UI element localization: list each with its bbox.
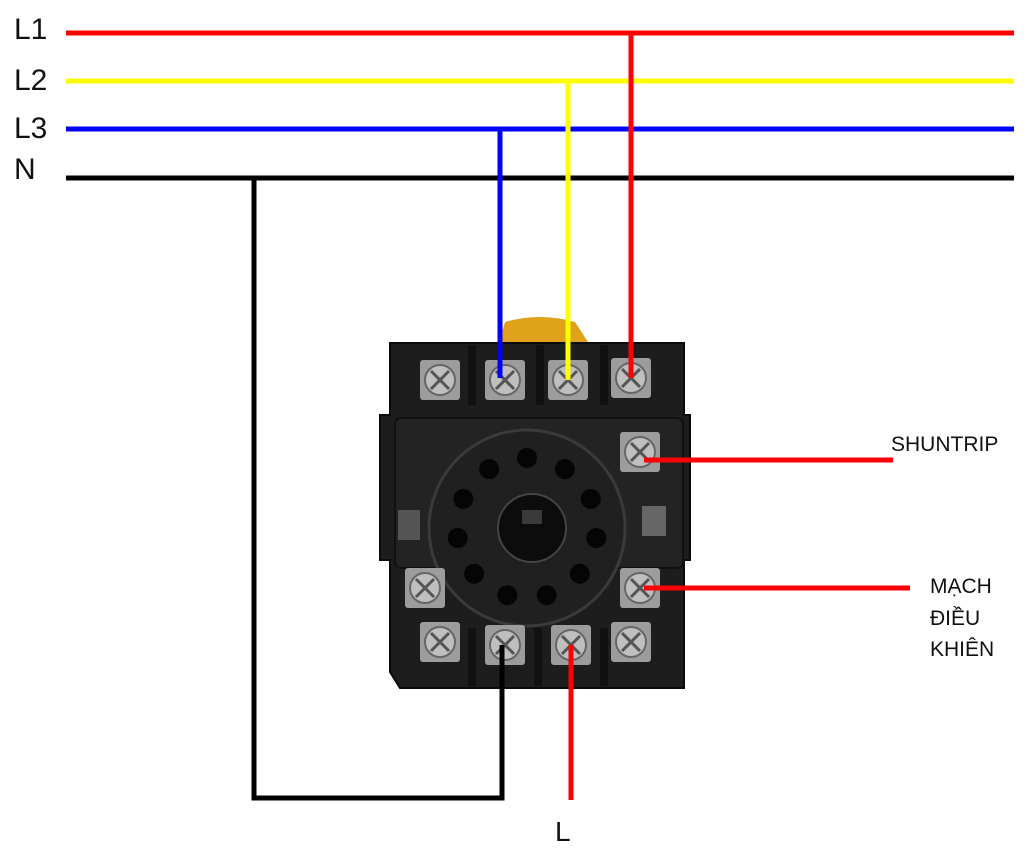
pin-hole (447, 528, 468, 548)
separator (600, 345, 608, 405)
separator (600, 628, 608, 686)
pin-hole (453, 488, 474, 509)
terminal-screws (405, 358, 660, 665)
label-l1: L1 (14, 13, 48, 46)
socket-center (497, 493, 567, 563)
socket-key (522, 510, 542, 524)
label-control-line-2: ĐIỀU (930, 606, 981, 630)
pin-hole (479, 459, 500, 480)
separator (534, 628, 542, 686)
wire-n-loop (251, 178, 505, 801)
label-n: N (14, 153, 36, 186)
pin-hole (464, 563, 485, 584)
label-l3: L3 (14, 112, 48, 145)
terminal-screw (420, 622, 460, 662)
label-control-line-1: MẠCH (930, 575, 992, 598)
terminal-screw (485, 625, 525, 665)
label-l2: L2 (14, 64, 48, 97)
label-l-output: L (555, 816, 571, 847)
relay-socket (379, 317, 691, 689)
pin-hole (517, 448, 537, 468)
label-control-line-3: KHIÊN (930, 638, 995, 661)
terminal-screw (611, 622, 651, 662)
separator (468, 345, 476, 405)
terminal-screw (405, 568, 445, 608)
separator (468, 628, 476, 686)
terminal-screw (420, 360, 460, 400)
pin-hole (554, 459, 575, 480)
pin-holes (447, 448, 607, 606)
side-slot-right (642, 506, 666, 536)
separator (536, 345, 544, 405)
pin-hole (497, 585, 518, 606)
terminal-screw (620, 568, 660, 608)
retaining-clip (498, 317, 590, 345)
label-control-circuit: MẠCH ĐIỀU KHIÊN (930, 571, 994, 666)
label-shuntrip: SHUNTRIP (891, 433, 999, 456)
terminal-screw (620, 432, 660, 472)
terminal-screw (485, 360, 525, 400)
side-slot-left (398, 510, 420, 540)
pin-hole (580, 488, 601, 509)
pin-hole (569, 563, 590, 584)
pin-hole (536, 585, 557, 606)
pin-hole (586, 528, 607, 548)
